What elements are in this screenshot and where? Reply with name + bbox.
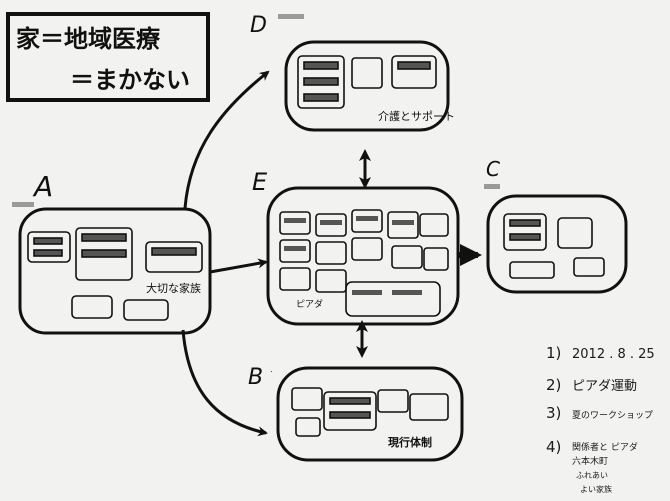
title-line-2: ＝まかない	[70, 66, 190, 94]
note-1-num: 1)	[546, 344, 561, 362]
note-2-num: 2)	[546, 376, 561, 394]
node-a-caption: 大切な家族	[146, 281, 201, 295]
notes-list: 1) 2012 . 8 . 25 2) ピアダ運動 3) 夏のワークショップ 4…	[546, 344, 655, 494]
note-3-text: 夏のワークショップ	[572, 410, 653, 421]
node-a: A 大切な家族	[12, 170, 212, 335]
node-b-sup: .	[270, 365, 273, 374]
node-b-caption: 現行体制	[388, 435, 432, 449]
note-4-text: 関係者と ピアダ	[572, 441, 638, 453]
title-line-1: 家＝地域医療	[16, 25, 161, 53]
arrows	[181, 70, 482, 437]
node-e-letter: E	[252, 168, 268, 196]
node-d-caption: 介護とサポート	[378, 109, 455, 123]
node-b-letter: B	[248, 365, 263, 390]
node-e: E ピアダ	[252, 168, 460, 326]
title-box: 家＝地域医療 ＝まかない	[6, 12, 210, 102]
arrow-a-to-d	[183, 70, 270, 209]
node-c-marker	[484, 184, 500, 189]
node-e-caption: ピアダ	[296, 298, 323, 310]
node-d-letter: D	[250, 13, 267, 38]
arrow-a-to-e	[209, 258, 268, 274]
note-5-text: 六本木町	[572, 455, 608, 467]
node-c: C	[484, 157, 628, 294]
note-7-text: よい家族	[580, 484, 612, 494]
node-c-letter: C	[486, 157, 500, 181]
note-4-num: 4)	[546, 438, 561, 456]
node-d: D 介護とサポート	[250, 13, 455, 132]
node-d-marker	[278, 14, 304, 19]
node-b: B . 現行体制	[248, 365, 464, 462]
note-1-text: 2012 . 8 . 25	[572, 347, 655, 362]
arrow-a-to-b	[181, 329, 268, 437]
node-a-letter: A	[32, 170, 53, 203]
note-6-text: ふれあい	[576, 471, 608, 480]
note-2-text: ピアダ運動	[572, 379, 637, 394]
note-3-num: 3)	[546, 404, 561, 422]
node-a-marker	[12, 202, 34, 207]
